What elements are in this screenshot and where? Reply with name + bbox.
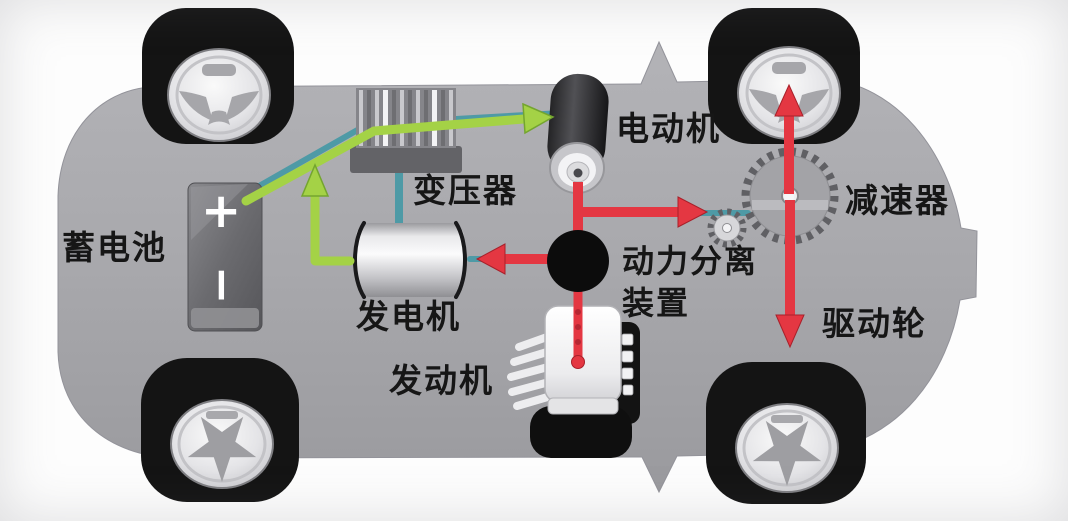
wheel-rear-left (141, 358, 299, 502)
battery-negative-terminal: − (196, 265, 250, 305)
reducer-output-arrows (774, 83, 805, 349)
wheel-rear-right (706, 362, 866, 504)
battery-positive-terminal: + (201, 183, 242, 239)
transformer-component (350, 88, 462, 173)
electric-motor-component (547, 73, 609, 194)
power-split-label-line1: 动力分离 (622, 242, 759, 280)
power-split-label: 动力分离 装置 (622, 240, 758, 324)
motor-label: 电动机 (616, 109, 721, 148)
battery-component (187, 182, 263, 332)
generator-label: 发电机 (356, 297, 461, 336)
power-split-device (547, 230, 609, 292)
battery-label: 蓄电池 (62, 228, 167, 267)
transformer-label: 变压器 (413, 171, 518, 210)
engine-component (507, 305, 640, 458)
electric-flow-arrows (241, 102, 555, 266)
drive-wheel-label: 驱动轮 (822, 304, 927, 343)
engine-label: 发动机 (389, 361, 494, 400)
power-split-label-line2: 装置 (622, 284, 691, 322)
generator-component (353, 221, 467, 299)
wheel-front-left (142, 8, 294, 144)
reducer-label: 减速器 (845, 181, 950, 220)
